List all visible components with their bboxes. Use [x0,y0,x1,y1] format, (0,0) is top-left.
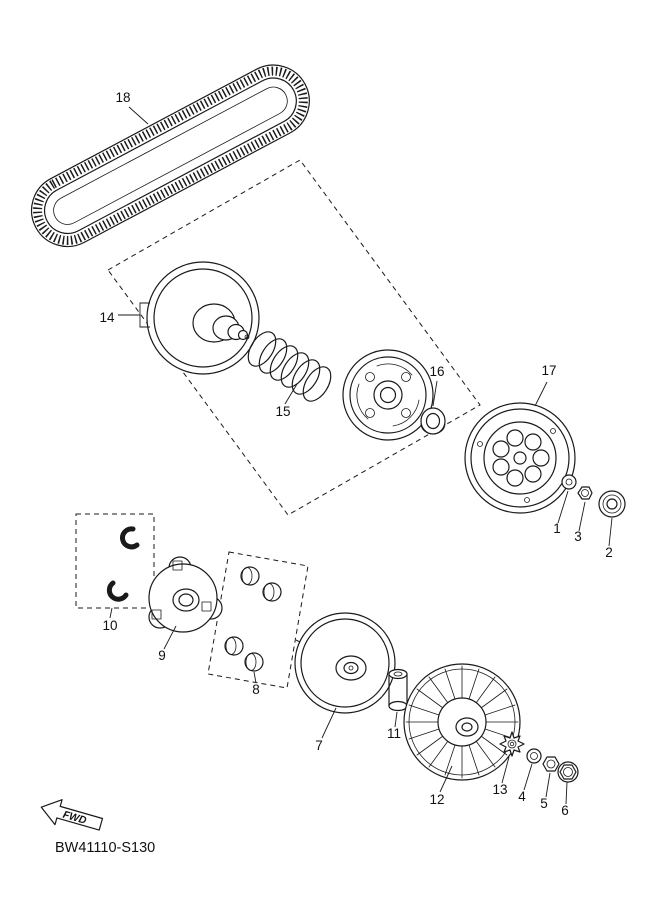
spring-seat [420,407,446,435]
callout-15: 15 [275,404,290,419]
callout-13: 13 [492,782,507,797]
v-belt [30,64,310,248]
slider-guides [106,526,140,602]
callout-3: 3 [574,529,582,544]
primary-sliding-sheave [294,612,396,714]
washer-1 [561,474,577,490]
callout-4: 4 [518,789,526,804]
part-code: BW41110-S130 [55,840,155,856]
collar [388,668,408,712]
callout-14: 14 [99,310,115,325]
fwd-arrow: FWD [40,799,104,831]
callout-2: 2 [605,545,613,560]
pinion-gear [499,731,525,757]
nut-5 [542,756,560,772]
primary-fixed-sheave-fan [403,663,521,781]
callout-9: 9 [158,648,166,663]
secondary-sheave-assembly [146,261,260,375]
callout-16: 16 [429,364,444,379]
clutch-carrier [342,349,434,441]
washer-4 [526,748,542,764]
callout-17: 17 [541,363,556,378]
fwd-label: FWD [61,809,88,827]
flange-nut-6 [557,761,579,783]
callout-18: 18 [115,90,130,105]
callout-10: 10 [102,618,117,633]
nut-3 [577,486,593,500]
callout-5: 5 [540,796,548,811]
callout-11: 11 [387,726,401,741]
callout-12: 12 [429,792,444,807]
callout-1: 1 [553,521,561,536]
leader-lines [109,106,613,805]
cam-plate [148,556,223,633]
compression-spring [247,331,332,402]
callout-labels: 18 14 15 16 17 1 3 2 10 9 8 7 11 12 13 4… [99,90,612,818]
clutch-housing [464,402,576,514]
callout-6: 6 [561,803,569,818]
callout-7: 7 [315,738,323,753]
fan-fins [405,665,519,779]
weight-rollers [224,566,282,672]
callout-8: 8 [252,682,260,697]
bearing-2 [598,490,626,518]
